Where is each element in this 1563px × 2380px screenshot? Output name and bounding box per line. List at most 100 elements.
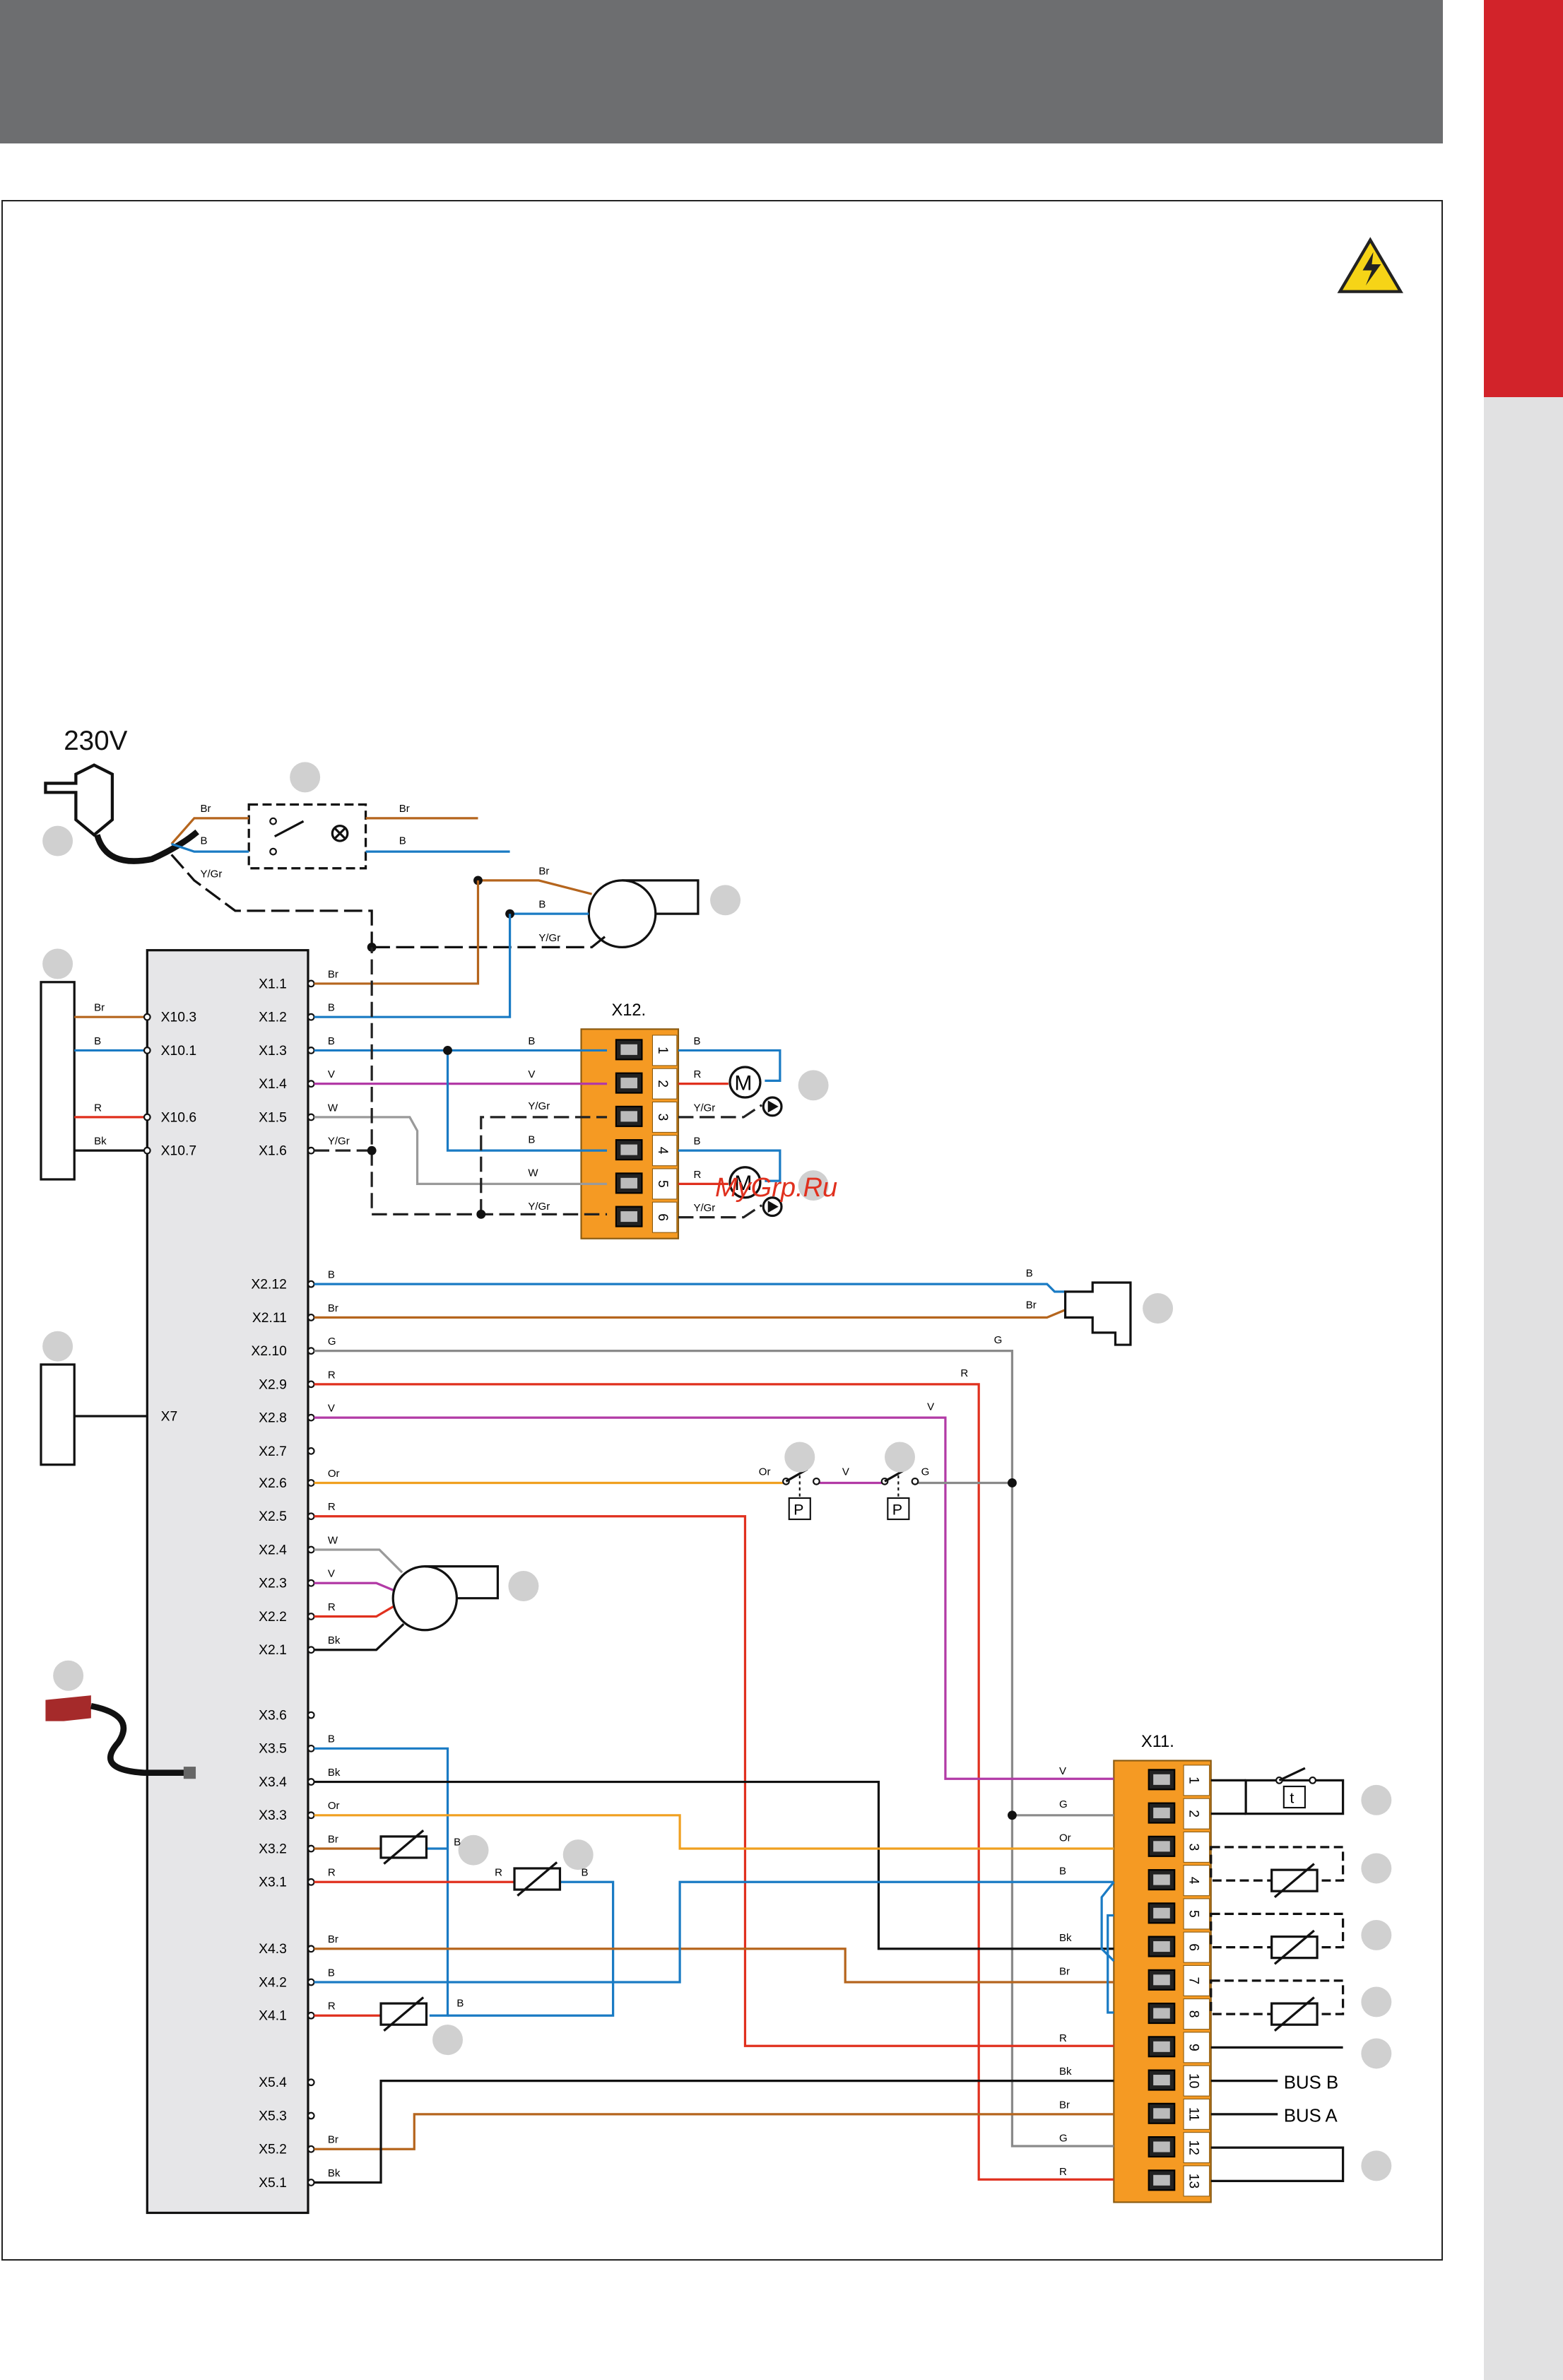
pin-label: X4.2	[259, 1975, 287, 1990]
pin-label: X5.1	[259, 2176, 287, 2191]
wire-label: B	[528, 1133, 535, 1145]
wire-label: Br	[1026, 1300, 1037, 1312]
wire-label: W	[328, 1534, 338, 1546]
pin-label: X2.10	[251, 1344, 286, 1359]
callout-marker	[508, 1571, 539, 1601]
pin-terminal	[307, 1978, 315, 1986]
pin-label: X1.1	[259, 977, 287, 991]
external-sensor	[1210, 1846, 1345, 1898]
wire-label: W	[328, 1102, 338, 1114]
wire-label: G	[921, 1466, 930, 1478]
bus-b-label: BUS B	[1284, 2073, 1338, 2092]
pin-number: 4	[1186, 1877, 1201, 1885]
motor-label: M	[734, 1071, 752, 1095]
wire-label: Y/Gr	[693, 1102, 715, 1114]
pin-number: 1	[1186, 1777, 1201, 1784]
pin-label: X1.6	[259, 1144, 287, 1159]
wire-label: Bk	[328, 1634, 341, 1646]
external-sensor	[1210, 1912, 1345, 1965]
pin-terminal	[307, 1579, 315, 1587]
callout-marker	[1361, 1853, 1392, 1884]
pin-number: 8	[1186, 2010, 1201, 2018]
callout-marker	[42, 948, 73, 979]
callout-marker	[1361, 1919, 1392, 1950]
callout-marker	[1361, 2150, 1392, 2181]
pin-terminal	[307, 1613, 315, 1620]
plug-icon	[44, 763, 199, 864]
pin-label: X3.3	[259, 1808, 287, 1823]
pin-number: 3	[655, 1114, 670, 1121]
pin-terminal	[307, 1844, 315, 1853]
wire-label: Br	[328, 2134, 338, 2146]
wire-label: Br	[328, 1302, 338, 1314]
wire-label: R	[693, 1068, 701, 1080]
bus-a-label: BUS A	[1284, 2107, 1338, 2126]
pin-number: 4	[655, 1147, 670, 1155]
pin-label: X5.4	[259, 2075, 287, 2090]
pin-terminal	[307, 1413, 315, 1422]
wire-label: R	[960, 1367, 968, 1379]
pin-terminal	[307, 1479, 315, 1487]
pin-terminal	[307, 1113, 315, 1121]
wire-label: B	[328, 1967, 335, 1979]
wire-label: G	[328, 1336, 336, 1348]
pin-number: 2	[1186, 1810, 1201, 1818]
wire-label: B	[328, 1035, 335, 1047]
pin-terminal	[307, 1447, 315, 1455]
temperature-sensor	[513, 1861, 562, 1897]
x12-title: X12.	[611, 1001, 646, 1020]
pin-label: X2.2	[259, 1610, 287, 1625]
wire-label: B	[1026, 1267, 1033, 1279]
wire-label: Br	[538, 865, 549, 877]
callout-marker	[798, 1070, 829, 1101]
wire-label: R	[1059, 2032, 1067, 2044]
pin-number: 11	[1186, 2107, 1201, 2121]
header-bar	[0, 0, 1443, 143]
pin-terminal	[307, 1545, 315, 1554]
pin-number: 6	[655, 1213, 670, 1221]
pin-terminal	[307, 2111, 315, 2120]
pump-motor	[729, 1066, 762, 1099]
wire-label: B	[528, 1035, 535, 1047]
pin-terminal	[307, 1711, 315, 1719]
wire-label: V	[927, 1401, 934, 1413]
wire-label: R	[693, 1169, 701, 1181]
pin-label-x7: X7	[161, 1409, 178, 1424]
warning-icon	[1337, 237, 1403, 293]
pin-number: 7	[1186, 1977, 1201, 1985]
pin-label: X2.6	[259, 1476, 287, 1491]
wire-label: Y/Gr	[328, 1136, 350, 1148]
wire-label: Or	[1059, 1832, 1071, 1844]
pin-label: X3.2	[259, 1842, 287, 1856]
wire-label: G	[1059, 2133, 1068, 2145]
pin-terminal	[307, 1744, 315, 1752]
wire-label: V	[328, 1068, 335, 1080]
wire-label: B	[1059, 1866, 1066, 1878]
pin-terminal	[307, 1878, 315, 1886]
pin-terminal	[307, 1280, 315, 1288]
pin-number: 5	[655, 1180, 670, 1188]
wire-label: G	[994, 1334, 1003, 1346]
pin-label: X1.2	[259, 1011, 287, 1025]
wire-label: B	[328, 1733, 335, 1745]
wire-label: Br	[200, 803, 211, 815]
callout-marker	[53, 1660, 84, 1691]
pin-number: 6	[1186, 1943, 1201, 1951]
wire-label: Y/Gr	[528, 1100, 550, 1112]
wire-label: B	[538, 899, 545, 911]
pin-label: X4.1	[259, 2009, 287, 2024]
pin-label: X5.2	[259, 2143, 287, 2157]
wire-label: B	[693, 1136, 700, 1148]
callout-marker	[290, 762, 321, 793]
wire-label: R	[328, 2001, 336, 2013]
pin-terminal	[307, 1146, 315, 1155]
pin-label: X2.3	[259, 1577, 287, 1591]
wire-label: Bk	[94, 1136, 107, 1148]
pin-terminal	[307, 979, 315, 988]
pin-label: X4.3	[259, 1942, 287, 1957]
pin-number: 3	[1186, 1844, 1201, 1851]
pin-label: X1.4	[259, 1077, 287, 1092]
x11-title: X11.	[1141, 1733, 1174, 1751]
section-tab-grey	[1484, 397, 1563, 2380]
